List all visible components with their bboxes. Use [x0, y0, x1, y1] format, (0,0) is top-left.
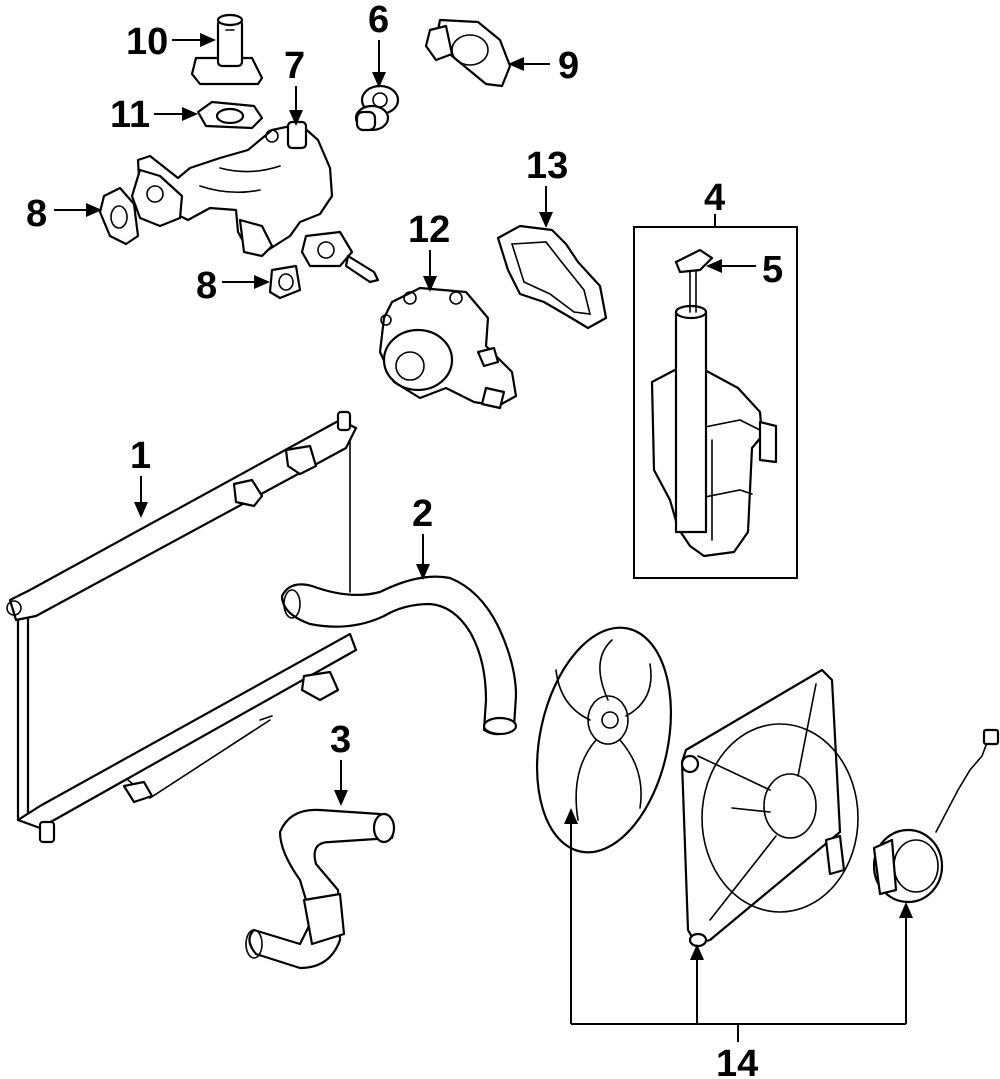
callout-7: 7: [284, 45, 305, 87]
part-13-water-pump-gasket: [496, 224, 608, 330]
callout-12: 12: [408, 209, 450, 251]
callout-2: 2: [412, 493, 433, 535]
part-14-fan-shroud: [680, 668, 859, 948]
part-10-outlet-fitting: [190, 13, 264, 86]
part-1-radiator: [6, 410, 358, 844]
part-12-water-pump: [378, 286, 518, 410]
part-7-water-manifold: [130, 120, 380, 284]
part-3-lower-radiator-hose: [245, 808, 396, 970]
part-4-coolant-reservoir: [650, 304, 778, 558]
callout-3: 3: [330, 719, 351, 761]
part-8-gasket-left: [98, 186, 140, 246]
callout-1: 1: [130, 435, 151, 477]
callout-8-lower: 8: [196, 265, 217, 307]
part-9-thermostat-housing: [424, 18, 512, 88]
callout-13: 13: [526, 145, 568, 187]
callout-9: 9: [558, 45, 579, 87]
part-11-gasket: [196, 100, 264, 130]
callout-6: 6: [368, 0, 389, 41]
callout-4: 4: [704, 177, 725, 219]
part-2-upper-radiator-hose: [280, 575, 518, 736]
callout-5: 5: [762, 249, 783, 291]
callout-11: 11: [110, 94, 150, 136]
callout-8-left: 8: [26, 193, 47, 235]
part-6-thermostat: [354, 84, 400, 132]
part-14-fan-blade: [535, 626, 673, 854]
part-5-dipstick-cap: [674, 248, 714, 313]
callout-14-bracket: [564, 808, 913, 1042]
part-14-fan-motor: [872, 728, 1000, 904]
callout-14: 14: [716, 1043, 758, 1079]
callout-10: 10: [126, 21, 168, 63]
part-8-gasket-lower: [268, 264, 302, 300]
